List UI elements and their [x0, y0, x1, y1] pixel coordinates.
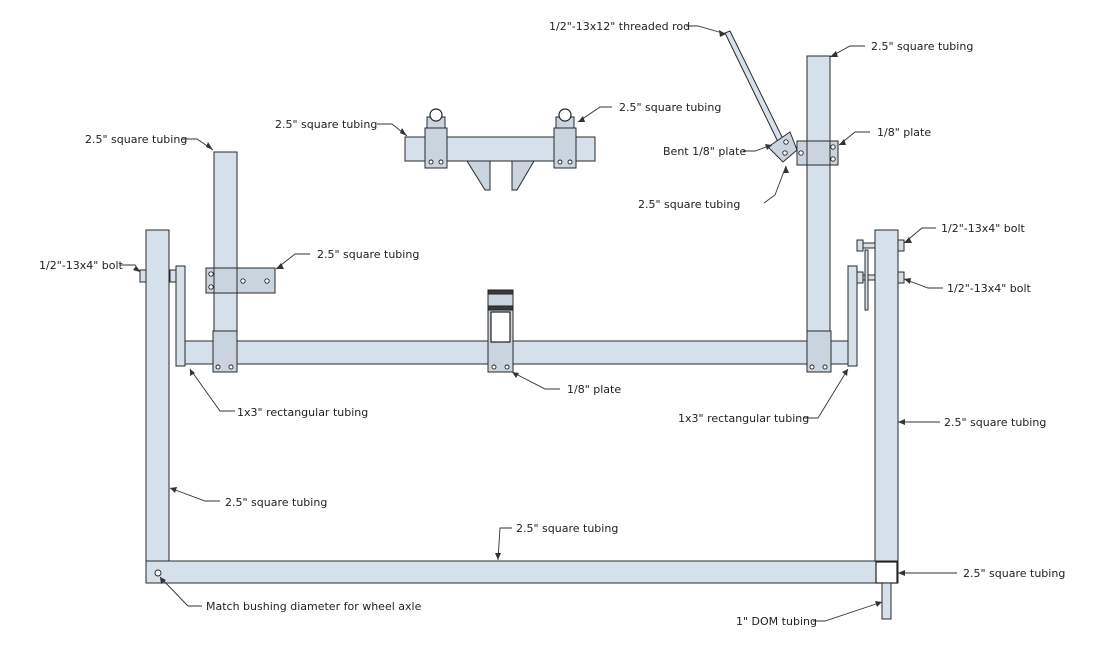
top-right-pin — [558, 108, 572, 122]
label-sq-tube-top-mid-right: 2.5" square tubing — [619, 101, 721, 114]
bottom-end-square — [875, 561, 898, 584]
label-bolt-left: 1/2"-13x4" bolt — [39, 259, 124, 272]
plate-hole — [809, 364, 815, 370]
plate-hole — [428, 159, 434, 165]
label-sq-tube-right-leg: 2.5" square tubing — [944, 416, 1046, 429]
left-upright-collar — [213, 267, 238, 294]
plate-hole — [504, 364, 510, 370]
arrowheads — [133, 30, 912, 607]
plate-hole — [228, 364, 234, 370]
label-bent-plate: Bent 1/8" plate — [663, 145, 746, 158]
right-upright-collar — [806, 140, 831, 166]
plate-hole — [782, 150, 788, 156]
right-bolt-rod — [864, 249, 869, 311]
bottom-tube — [145, 560, 899, 584]
label-rect-tube-right: 1x3" rectangular tubing — [678, 412, 809, 425]
center-plate-slot — [490, 311, 511, 343]
top-beam-fin-right — [511, 160, 535, 191]
plate-hole — [830, 144, 836, 150]
top-left-pin — [429, 108, 443, 122]
left-bolt — [139, 269, 147, 283]
plate-hole — [567, 159, 573, 165]
label-plate-center: 1/8" plate — [567, 383, 621, 396]
label-sq-tube-top-mid-left: 2.5" square tubing — [275, 118, 377, 131]
threaded-rod — [724, 30, 786, 147]
right-bolt-lower — [897, 271, 905, 284]
cross-beam — [184, 340, 849, 365]
right-bolt-upper — [897, 239, 905, 252]
plate-hole — [557, 159, 563, 165]
label-sq-tube-bracket-right: 2.5" square tubing — [638, 198, 740, 211]
label-sq-tube-left-bracket: 2.5" square tubing — [317, 248, 419, 261]
label-bolt-right-upper: 1/2"-13x4" bolt — [941, 222, 1026, 235]
label-sq-tube-left-leg: 2.5" square tubing — [225, 496, 327, 509]
right-bolt-lower-nut — [856, 271, 864, 284]
label-bushing-note: Match bushing diameter for wheel axle — [206, 600, 422, 613]
label-bolt-right-lower: 1/2"-13x4" bolt — [947, 282, 1032, 295]
plate-hole — [215, 364, 221, 370]
left-upright-tube — [213, 151, 238, 342]
left-leg-tube — [145, 229, 170, 584]
right-bolt-upper-nut — [856, 239, 864, 252]
plate-hole — [438, 159, 444, 165]
label-sq-tube-left-post: 2.5" square tubing — [85, 133, 187, 146]
bracket-hole — [208, 271, 214, 277]
plate-hole — [822, 364, 828, 370]
plate-hole — [830, 156, 836, 162]
plate-hole — [798, 150, 804, 156]
label-plate-right-top: 1/8" plate — [877, 126, 931, 139]
left-bolt-head — [169, 269, 177, 283]
right-rect-tube — [847, 265, 858, 367]
label-dom-tubing: 1" DOM tubing — [736, 615, 817, 628]
right-bolt-shaft — [862, 242, 876, 249]
center-plate-top — [487, 289, 514, 295]
right-upright-tube — [806, 55, 831, 342]
bent-plate — [767, 131, 798, 163]
top-left-block — [424, 127, 448, 169]
bracket-hole — [240, 278, 246, 284]
plate-hole — [783, 139, 789, 145]
center-plate-bar — [487, 305, 514, 311]
dom-tube — [881, 582, 892, 620]
axle-bushing-hole — [154, 569, 162, 577]
left-rect-tube — [175, 265, 186, 367]
right-bolt-shaft-lower — [862, 274, 876, 281]
right-leg-tube — [874, 229, 899, 584]
label-sq-tube-top-right: 2.5" square tubing — [871, 40, 973, 53]
top-right-block — [553, 127, 577, 169]
bracket-hole — [264, 278, 270, 284]
plate-hole — [491, 364, 497, 370]
bracket-hole — [208, 284, 214, 290]
label-sq-tube-bottom: 2.5" square tubing — [516, 522, 618, 535]
label-threaded-rod: 1/2"-13x12" threaded rod — [549, 20, 690, 33]
top-beam-fin-left — [466, 160, 491, 191]
label-sq-tube-bottom-end: 2.5" square tubing — [963, 567, 1065, 580]
label-rect-tube-left: 1x3" rectangular tubing — [237, 406, 368, 419]
